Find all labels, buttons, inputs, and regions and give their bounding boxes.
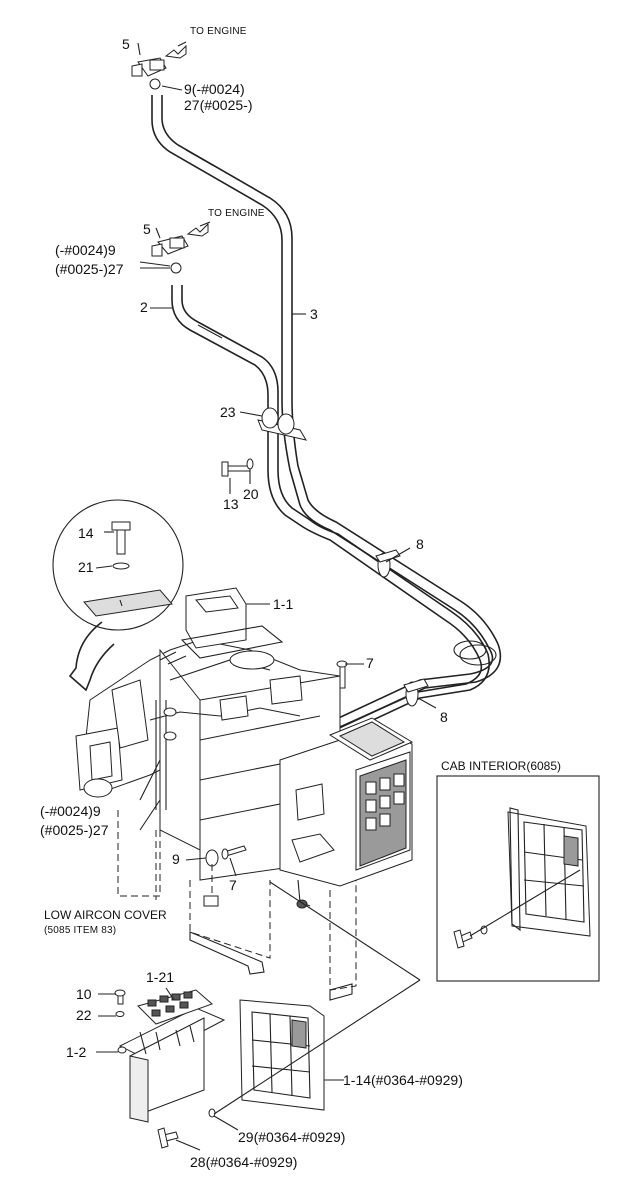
bracket-right xyxy=(329,983,353,1001)
hose-2 xyxy=(171,285,489,661)
grille-panel xyxy=(239,999,325,1111)
part-9-label-lower: (-#0024)9 xyxy=(40,803,101,819)
part-14-label: 14 xyxy=(78,525,94,541)
part-13-label: 13 xyxy=(223,496,239,512)
cab-interior-label: CAB INTERIOR(6085) xyxy=(441,759,562,773)
part-2-label: 2 xyxy=(140,299,148,315)
part-7-label-top: 7 xyxy=(366,655,374,671)
screw-28 xyxy=(157,1127,179,1149)
control-panel xyxy=(117,989,226,1123)
valve-5-mid xyxy=(151,222,209,274)
part-7-label-low: 7 xyxy=(229,877,237,893)
part-23-label: 23 xyxy=(220,404,236,420)
part-21-label: 21 xyxy=(78,559,94,575)
part-5-label-mid: 5 xyxy=(143,221,151,237)
screw-7-low xyxy=(221,845,247,860)
part-9-label-top: 9(-#0024) xyxy=(184,81,245,97)
part-5-label-top: 5 xyxy=(122,36,130,52)
part-27-label-lower: (#0025-)27 xyxy=(40,822,109,838)
part-3-label: 3 xyxy=(310,306,318,322)
washer-20 xyxy=(246,458,254,470)
part-1-1-label: 1-1 xyxy=(273,596,294,612)
cab-interior-panel xyxy=(453,807,591,949)
washer-29 xyxy=(208,1108,216,1118)
dashed-guides xyxy=(117,810,357,991)
screw-7-top xyxy=(336,660,348,689)
bolt-13 xyxy=(221,461,251,477)
part-28-label: 28(#0364-#0929) xyxy=(190,1154,298,1170)
low-aircon-cover-ref: (5085 ITEM 83) xyxy=(44,925,117,936)
low-aircon-cover-label: LOW AIRCON COVER xyxy=(44,908,167,922)
part-9-label-small: 9 xyxy=(172,851,180,867)
filter-box xyxy=(279,717,414,909)
part-8-label-upper: 8 xyxy=(416,536,424,552)
part-27-label-top: 27(#0025-) xyxy=(184,97,253,113)
part-10-label: 10 xyxy=(76,986,92,1002)
leader-lines xyxy=(95,41,437,1151)
valve-5-top xyxy=(131,44,187,90)
bracket-lower xyxy=(189,931,265,975)
cab-interior-frame xyxy=(436,775,600,982)
screw-10 xyxy=(114,989,126,1005)
clamp-8-lower xyxy=(403,678,429,707)
washer-22 xyxy=(115,1011,125,1017)
part-22-label: 22 xyxy=(76,1007,92,1023)
detail-circle xyxy=(52,499,184,692)
part-1-21-label: 1-21 xyxy=(146,969,175,985)
fitting-9-lower xyxy=(205,849,219,867)
part-27-label-mid: (#0025-)27 xyxy=(55,261,124,277)
part-29-label: 29(#0364-#0929) xyxy=(238,1129,346,1145)
part-8-label-lower: 8 xyxy=(440,709,448,725)
to-engine-label-1: TO ENGINE xyxy=(190,26,247,37)
part-20-label: 20 xyxy=(243,486,259,502)
part-1-14-label: 1-14(#0364-#0929) xyxy=(343,1072,463,1088)
hose-3 xyxy=(151,95,499,651)
clamp-23 xyxy=(257,407,308,441)
drain-fitting xyxy=(203,895,219,907)
part-1-2-label: 1-2 xyxy=(66,1044,87,1060)
part-9-label-mid: (-#0024)9 xyxy=(55,242,116,258)
to-engine-label-2: TO ENGINE xyxy=(208,208,265,219)
clamp-8-upper xyxy=(375,549,401,578)
cab-leader xyxy=(469,869,581,937)
